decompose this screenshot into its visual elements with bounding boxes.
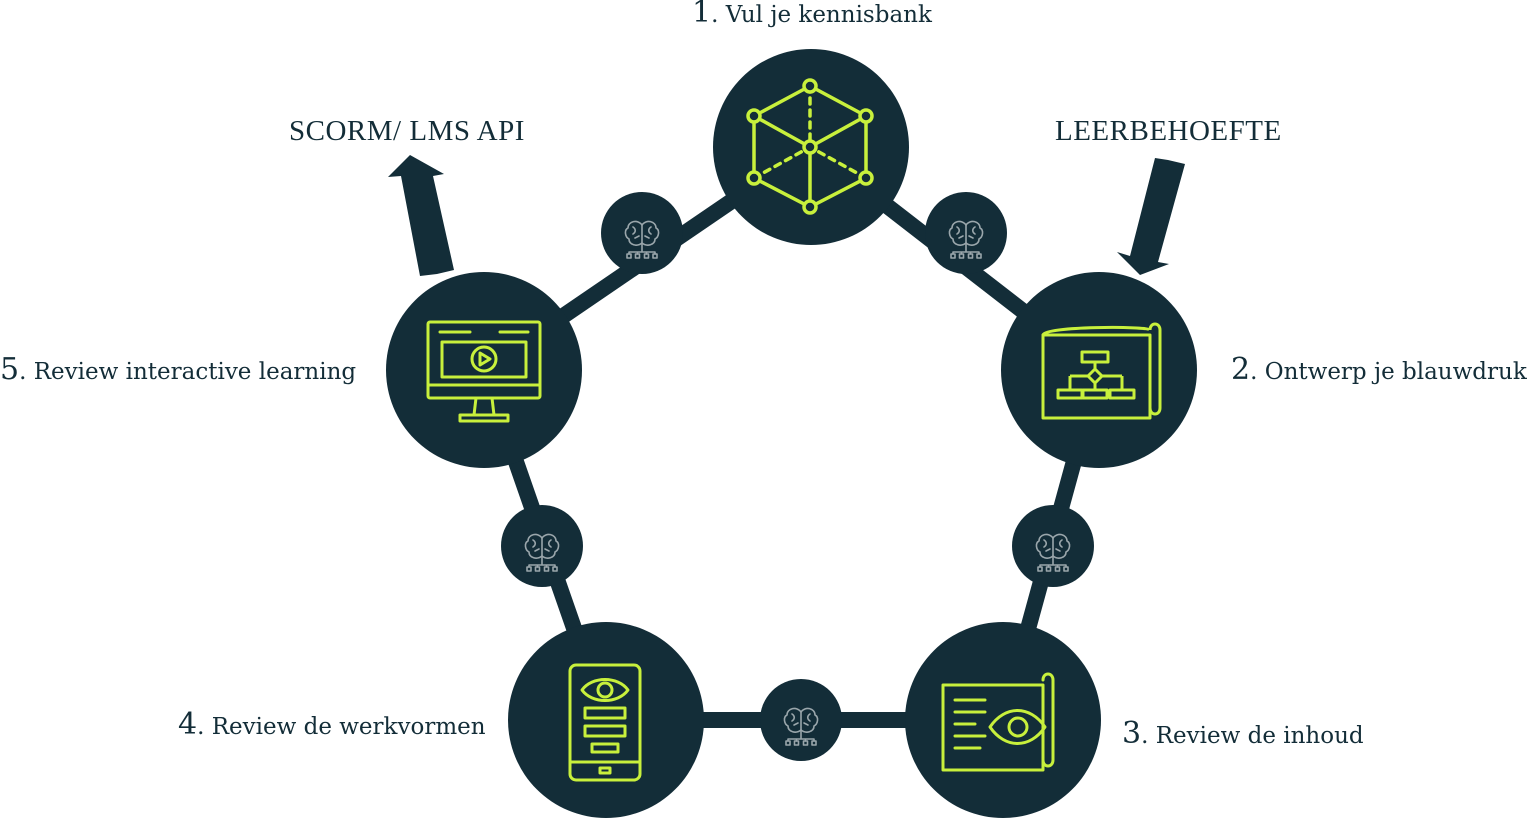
- step-number-4: 4: [178, 707, 198, 742]
- step-node-3: [905, 622, 1101, 818]
- step-number-2: 2: [1231, 352, 1251, 387]
- connector-node-1-2: [925, 192, 1007, 274]
- step-node-2: [1001, 272, 1197, 468]
- connector-node-5-1: [601, 192, 683, 274]
- step-number-5: 5: [0, 352, 20, 387]
- output-label: SCORM/ LMS API: [289, 115, 525, 147]
- step-node-5: [386, 272, 582, 468]
- step-number-1: 1: [692, 0, 712, 30]
- document-eye-icon: [941, 672, 1055, 772]
- step-number-3: 3: [1122, 716, 1142, 751]
- step-label-2: 2. Ontwerp je blauwdruk: [1231, 355, 1527, 386]
- input-label: LEERBEHOEFTE: [1055, 115, 1282, 147]
- blueprint-flowchart-icon: [1041, 322, 1162, 420]
- step-label-4: 4. Review de werkvormen: [178, 710, 486, 741]
- cube-network-icon: [746, 78, 874, 215]
- step-label-5: 5. Review interactive learning: [0, 355, 357, 386]
- mobile-eye-icon: [568, 663, 642, 782]
- connector-node-4-5: [501, 505, 583, 587]
- output-arrow: [388, 155, 454, 276]
- step-label-3: 3. Review de inhoud: [1122, 719, 1364, 750]
- monitor-play-icon: [426, 320, 542, 423]
- step-node-4: [508, 622, 704, 818]
- step-text-2: . Ontwerp je blauwdruk: [1250, 359, 1527, 385]
- step-text-3: . Review de inhoud: [1141, 723, 1364, 749]
- step-text-1: . Vul je kennisbank: [711, 2, 932, 28]
- step-label-1: 1. Vul je kennisbank: [692, 0, 932, 29]
- step-node-1: [713, 49, 909, 245]
- connector-node-2-3: [1012, 505, 1094, 587]
- step-text-5: . Review interactive learning: [19, 359, 357, 385]
- input-arrow: [1117, 158, 1185, 275]
- connector-node-3-4: [760, 679, 842, 761]
- step-text-4: . Review de werkvormen: [197, 714, 486, 740]
